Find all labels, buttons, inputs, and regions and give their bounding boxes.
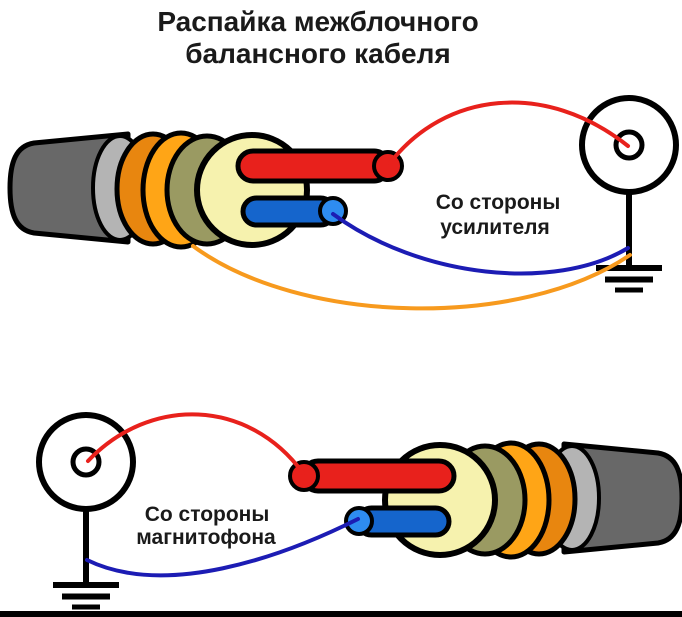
diagram-title: Распайка межблочного балансного кабеля bbox=[157, 6, 478, 69]
bottom-border-line bbox=[0, 611, 682, 617]
recorder-side-label-line1: Со стороны bbox=[145, 503, 270, 526]
recorder-side-diagram: Со стороны магнитофона bbox=[39, 414, 682, 607]
amplifier-side-label-line2: усилителя bbox=[440, 216, 550, 239]
shield-drain-wire-amplifier bbox=[191, 244, 632, 311]
amplifier-side-diagram: Со стороны усилителя bbox=[10, 98, 676, 311]
cable-end-amplifier bbox=[10, 133, 402, 247]
diagram-title-line2: балансного кабеля bbox=[185, 38, 450, 69]
cold-wire-recorder bbox=[85, 517, 360, 578]
hot-wire-amplifier bbox=[388, 100, 630, 165]
connector-recorder bbox=[39, 415, 133, 607]
cold-wire-amplifier bbox=[331, 212, 630, 276]
cable-end-recorder bbox=[290, 443, 682, 557]
amplifier-side-label-line1: Со стороны bbox=[436, 191, 561, 214]
recorder-side-label-line2: магнитофона bbox=[136, 526, 276, 549]
diagram-title-line1: Распайка межблочного bbox=[157, 6, 478, 37]
hot-wire-recorder bbox=[86, 412, 305, 475]
amplifier-side-label: Со стороны усилителя bbox=[436, 191, 561, 239]
recorder-side-label: Со стороны магнитофона bbox=[136, 503, 276, 549]
